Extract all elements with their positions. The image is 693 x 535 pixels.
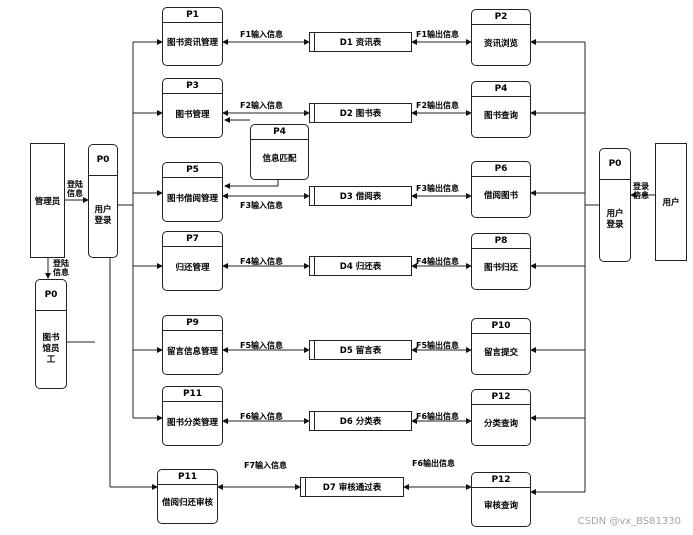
flow-f7-input: F7输入信息 bbox=[244, 461, 288, 470]
process-p4-query-id: P4 bbox=[472, 82, 530, 97]
process-p10-name: 留言提交 bbox=[483, 348, 518, 358]
process-p0-login-admin-name: 用户登录 bbox=[94, 205, 112, 226]
process-p1: P1 图书资讯管理 bbox=[162, 7, 223, 66]
datastore-d3-label: D3 借阅表 bbox=[339, 192, 382, 202]
process-p11-classify-name: 图书分类管理 bbox=[166, 417, 218, 428]
process-p4-query: P4 图书查询 bbox=[471, 81, 531, 138]
process-p10-id: P10 bbox=[472, 319, 530, 334]
flow-f5-input: F5输入信息 bbox=[240, 341, 284, 350]
datastore-d6-label: D6 分类表 bbox=[339, 417, 382, 427]
process-p0-staff-id: P0 bbox=[36, 280, 66, 311]
process-p3-id: P3 bbox=[163, 79, 222, 94]
process-p0-login-user: P0 用户登录 bbox=[599, 148, 631, 262]
process-p5-id: P5 bbox=[163, 163, 222, 178]
datastore-d7-label: D7 审核通过表 bbox=[322, 483, 382, 493]
process-p11-audit: P11 借阅归还审核 bbox=[157, 469, 218, 524]
process-p0-login-admin: P0 用户登录 bbox=[88, 144, 118, 258]
watermark: CSDN @vx_BS81330 bbox=[577, 516, 681, 527]
process-p12-audit-name: 审核查询 bbox=[483, 501, 518, 511]
process-p11-classify-id: P11 bbox=[163, 387, 222, 402]
flow-f2-input: F2输入信息 bbox=[240, 101, 284, 110]
process-p4-match-name: 信息匹配 bbox=[262, 153, 297, 164]
datastore-d1-label: D1 资讯表 bbox=[339, 38, 382, 48]
process-p8-name: 图书归还 bbox=[483, 263, 518, 273]
process-p5-name: 图书借阅管理 bbox=[166, 193, 218, 204]
process-p12-classify: P12 分类查询 bbox=[471, 389, 531, 446]
process-p4-query-name: 图书查询 bbox=[483, 111, 518, 121]
datastore-d1: D1 资讯表 bbox=[309, 32, 412, 52]
flow-f3-output: F3输出信息 bbox=[416, 184, 460, 193]
process-p1-name: 图书资讯管理 bbox=[166, 38, 218, 48]
datastore-d5: D5 留言表 bbox=[309, 340, 412, 360]
process-p0-login-user-id: P0 bbox=[600, 149, 630, 180]
process-p11-audit-id: P11 bbox=[158, 470, 217, 485]
datastore-d3: D3 借阅表 bbox=[309, 186, 412, 206]
flow-f1-output: F1输出信息 bbox=[416, 30, 460, 39]
process-p7: P7 归还管理 bbox=[162, 231, 223, 291]
flow-admin-login-down: 登陆信息 bbox=[53, 259, 69, 277]
flow-f5-output: F5输出信息 bbox=[416, 341, 460, 350]
process-p10: P10 留言提交 bbox=[471, 318, 531, 375]
process-p9-name: 留言信息管理 bbox=[166, 346, 218, 357]
flow-f4-output: F4输出信息 bbox=[416, 257, 460, 266]
process-p0-login-user-name: 用户登录 bbox=[606, 209, 624, 230]
process-p4-match: P4 信息匹配 bbox=[250, 124, 309, 180]
process-p6-id: P6 bbox=[472, 162, 530, 177]
process-p11-audit-name: 借阅归还审核 bbox=[161, 498, 213, 508]
process-p9-id: P9 bbox=[163, 316, 222, 331]
datastore-d4: D4 归还表 bbox=[309, 256, 412, 276]
process-p6-name: 借阅图书 bbox=[483, 191, 518, 201]
flow-f4-input: F4输入信息 bbox=[240, 257, 284, 266]
process-p7-name: 归还管理 bbox=[175, 262, 210, 273]
process-p0-staff: P0 图书馆员工 bbox=[35, 279, 67, 389]
process-p5: P5 图书借阅管理 bbox=[162, 162, 223, 222]
process-p1-id: P1 bbox=[163, 8, 222, 23]
process-p0-login-admin-id: P0 bbox=[89, 145, 117, 176]
external-user-label: 用户 bbox=[662, 198, 680, 208]
process-p2-id: P2 bbox=[472, 10, 530, 25]
process-p11-classify: P11 图书分类管理 bbox=[162, 386, 223, 446]
process-p8: P8 图书归还 bbox=[471, 233, 531, 290]
flow-f7-output: F6输出信息 bbox=[412, 459, 456, 468]
process-p12-classify-id: P12 bbox=[472, 390, 530, 405]
flow-f6-output: F6输出信息 bbox=[416, 412, 460, 421]
flow-f6-input: F6输入信息 bbox=[240, 412, 284, 421]
datastore-d2: D2 图书表 bbox=[309, 103, 412, 123]
process-p2-name: 资讯浏览 bbox=[483, 39, 518, 49]
flow-f1-input: F1输入信息 bbox=[240, 30, 284, 39]
external-admin-label: 管理员 bbox=[34, 196, 61, 207]
flow-user-login: 登录信息 bbox=[633, 182, 649, 200]
process-p7-id: P7 bbox=[163, 232, 222, 247]
process-p0-staff-name: 图书馆员工 bbox=[42, 332, 60, 365]
process-p2: P2 资讯浏览 bbox=[471, 9, 531, 66]
process-p12-audit: P12 审核查询 bbox=[471, 472, 531, 527]
process-p6: P6 借阅图书 bbox=[471, 161, 531, 218]
datastore-d5-label: D5 留言表 bbox=[339, 346, 382, 356]
datastore-d6: D6 分类表 bbox=[309, 411, 412, 431]
external-user: 用户 bbox=[655, 143, 687, 261]
process-p12-classify-name: 分类查询 bbox=[483, 419, 518, 429]
process-p3-name: 图书管理 bbox=[175, 109, 210, 120]
datastore-d7: D7 审核通过表 bbox=[300, 477, 404, 497]
process-p4-match-id: P4 bbox=[251, 125, 308, 140]
process-p8-id: P8 bbox=[472, 234, 530, 249]
process-p9: P9 留言信息管理 bbox=[162, 315, 223, 375]
flow-f2-output: F2输出信息 bbox=[416, 101, 460, 110]
process-p12-audit-id: P12 bbox=[472, 473, 530, 488]
flow-f3-input: F3输入信息 bbox=[240, 201, 284, 210]
datastore-d4-label: D4 归还表 bbox=[339, 262, 382, 272]
external-admin: 管理员 bbox=[30, 143, 65, 258]
flow-admin-login: 登陆信息 bbox=[67, 180, 83, 198]
datastore-d2-label: D2 图书表 bbox=[339, 109, 382, 119]
process-p3: P3 图书管理 bbox=[162, 78, 223, 138]
